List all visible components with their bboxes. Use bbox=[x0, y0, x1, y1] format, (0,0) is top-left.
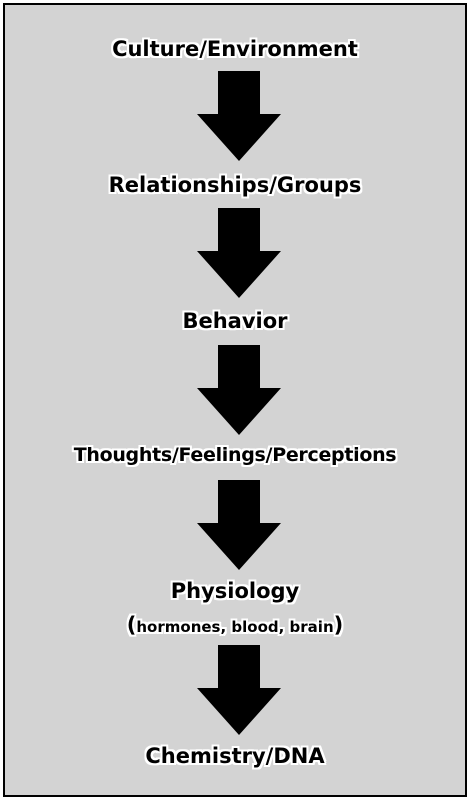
level-chemistry-dna: Chemistry/DNA bbox=[145, 744, 325, 768]
level-culture-environment: Culture/Environment bbox=[112, 37, 358, 61]
physiology-note-text: hormones, blood, brain bbox=[136, 618, 334, 636]
down-arrow-icon bbox=[197, 480, 281, 570]
down-arrow-icon bbox=[197, 71, 281, 161]
level-relationships-groups: Relationships/Groups bbox=[108, 173, 362, 197]
level-physiology: Physiology bbox=[170, 579, 300, 603]
down-arrow-icon bbox=[197, 345, 281, 435]
level-thoughts-feelings-perceptions: Thoughts/Feelings/Perceptions bbox=[73, 444, 397, 466]
diagram-frame: Culture/Environment Relationships/Groups… bbox=[3, 3, 467, 797]
down-arrow-icon bbox=[197, 645, 281, 735]
down-arrow-icon bbox=[197, 208, 281, 298]
physiology-note: (hormones, blood, brain) bbox=[126, 613, 344, 637]
level-behavior: Behavior bbox=[182, 309, 288, 333]
